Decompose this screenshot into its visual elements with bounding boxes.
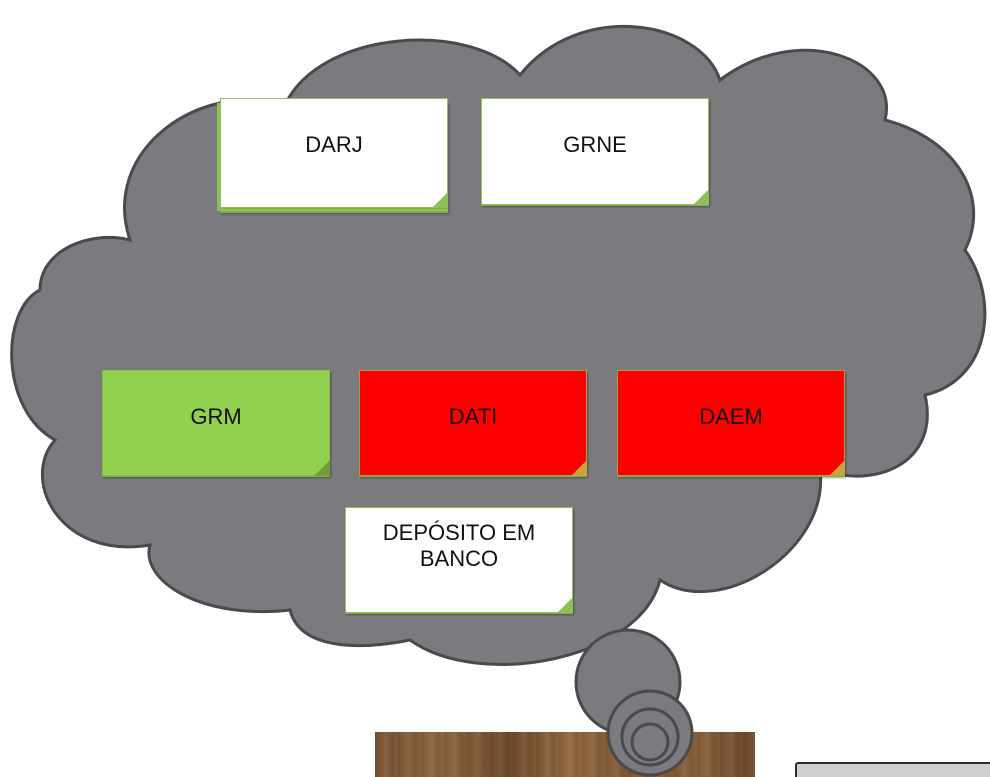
monitor-edge <box>795 762 990 777</box>
page-curl-icon <box>693 189 709 205</box>
note-daem: DAEM <box>617 370 845 476</box>
page-curl-icon <box>557 597 573 613</box>
note-grm-label: GRM <box>190 404 242 429</box>
note-grne: GRNE <box>481 98 709 205</box>
note-darj-label: DARJ <box>305 132 363 157</box>
note-dati: DATI <box>359 370 587 476</box>
note-daem-label: DAEM <box>699 404 763 429</box>
note-grm: GRM <box>102 370 330 476</box>
note-darj: DARJ <box>217 98 448 211</box>
page-curl-icon <box>432 192 448 208</box>
page-curl-icon <box>314 460 330 476</box>
page-curl-icon <box>571 460 587 476</box>
note-deposito-em-banco: DEPÓSITO EM BANCO <box>345 507 573 613</box>
note-grne-label: GRNE <box>563 132 627 157</box>
page-curl-icon <box>829 460 845 476</box>
note-deposito-line-1: DEPÓSITO EM <box>382 520 536 545</box>
note-dati-label: DATI <box>448 404 498 429</box>
note-deposito-label: DEPÓSITO EM BANCO <box>383 520 535 572</box>
note-deposito-line-2: BANCO <box>419 546 499 571</box>
